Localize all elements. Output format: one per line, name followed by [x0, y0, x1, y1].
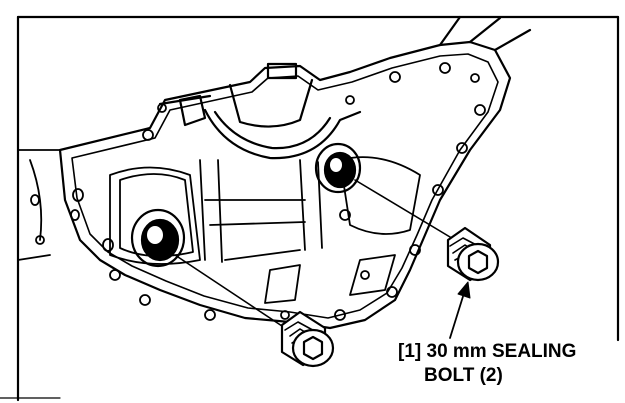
callout-line-2: BOLT (2): [424, 365, 503, 386]
callout-arrow: [449, 281, 471, 339]
sealing-bolt-left: [280, 310, 335, 368]
perimeter-holes: [70, 62, 486, 321]
sealing-bolt-right: [446, 226, 500, 282]
internal-ribs: [109, 156, 421, 304]
figure-frame: [0, 15, 620, 402]
left-block-face: [17, 149, 61, 261]
block-outline: [58, 15, 532, 330]
sealing-bolt-callout: [1] 30 mm SEALING BOLT (2): [398, 340, 618, 388]
left-sealing-bore: [130, 208, 186, 268]
leader-lines: [174, 179, 456, 331]
right-sealing-bore: [314, 142, 362, 194]
bearing-saddle: [158, 62, 362, 160]
callout-line-1: [1] 30 mm SEALING: [398, 341, 577, 362]
